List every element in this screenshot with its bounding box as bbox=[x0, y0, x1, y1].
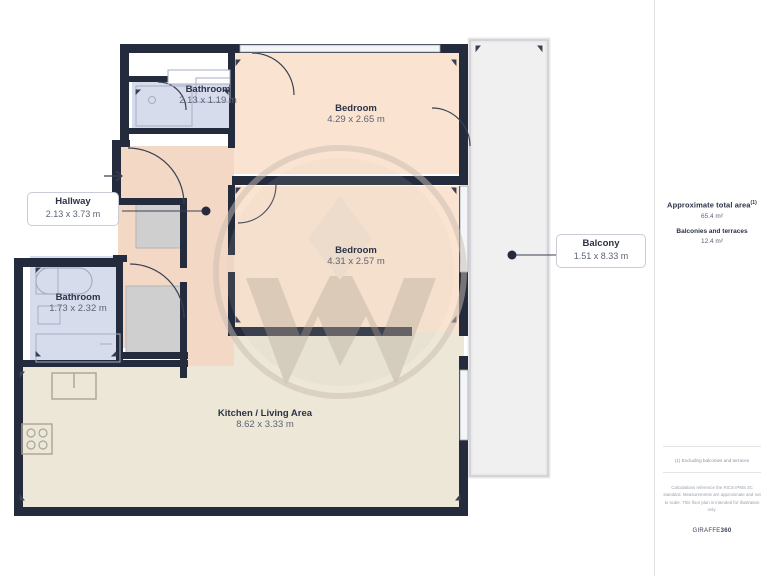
room-dimension: 1.73 x 2.32 m bbox=[49, 303, 107, 315]
bathroom-lower-fill bbox=[30, 256, 122, 366]
room-name: Bathroom bbox=[55, 292, 101, 303]
vanity-icon bbox=[167, 69, 231, 85]
wc-lower-icon bbox=[37, 305, 61, 325]
hob-icon bbox=[21, 423, 53, 455]
balcony-leader bbox=[507, 250, 556, 260]
fixtures bbox=[21, 69, 231, 455]
wc-icon bbox=[195, 77, 231, 103]
room-label-bedroom-2: Bedroom 4.31 x 2.57 m bbox=[288, 245, 424, 269]
bedroom-2-fill bbox=[232, 186, 464, 332]
room-name: Bathroom bbox=[185, 84, 231, 95]
balconies-block: Balconies and terraces 12.4 m² bbox=[655, 228, 768, 245]
callout-hallway: Hallway 2.13 x 3.73 m bbox=[27, 192, 119, 227]
room-label-bedroom-1: Bedroom 4.29 x 2.65 m bbox=[288, 103, 424, 127]
callout-dimension: 2.13 x 3.73 m bbox=[45, 208, 101, 219]
panel-footnote: (1) Excluding balconies and terraces bbox=[674, 458, 750, 463]
panel-divider-bottom bbox=[663, 472, 761, 473]
room-label-bathroom-lower: Bathroom 1.73 x 2.32 m bbox=[18, 292, 138, 316]
panel-disclaimer: Calculations reference the RICS IPMS 3C … bbox=[663, 485, 761, 512]
callout-balcony: Balcony 1.51 x 8.33 m bbox=[556, 234, 646, 269]
panel-divider-top bbox=[663, 446, 761, 447]
entry-arrow-icon bbox=[104, 170, 123, 182]
info-panel: Approximate total area(1) 65.4 m² Balcon… bbox=[654, 0, 768, 576]
basin-icon bbox=[148, 96, 156, 104]
total-area-value: 65.4 m² bbox=[700, 212, 724, 220]
bedroom-1-fill bbox=[232, 52, 464, 174]
balcony-outline bbox=[469, 39, 549, 477]
balconies-value: 12.4 m² bbox=[700, 238, 724, 245]
room-name: Kitchen / Living Area bbox=[217, 408, 313, 419]
callout-name: Balcony bbox=[582, 238, 620, 249]
vanity-lower-icon bbox=[35, 333, 121, 363]
closet-upper bbox=[135, 199, 185, 249]
room-name: Bedroom bbox=[335, 245, 377, 256]
room-label-kitchen-living: Kitchen / Living Area 8.62 x 3.33 m bbox=[170, 408, 360, 432]
callout-name: Hallway bbox=[55, 196, 91, 207]
bathtub-end-icon bbox=[35, 267, 59, 295]
kitchen-living-fill bbox=[14, 366, 464, 516]
brand-suffix: 360 bbox=[720, 528, 732, 534]
brand-name: GIRAFFE bbox=[692, 528, 721, 534]
total-area-block: Approximate total area(1) 65.4 m² bbox=[655, 200, 768, 220]
total-area-footnote-marker: (1) bbox=[750, 200, 757, 206]
callout-dimension: 1.51 x 8.33 m bbox=[573, 250, 629, 261]
bathroom-top-fill bbox=[132, 82, 232, 130]
room-dimension: 8.62 x 3.33 m bbox=[236, 419, 294, 431]
balconies-label: Balconies and terraces bbox=[676, 228, 748, 235]
total-area-label-text: Approximate total area bbox=[667, 200, 751, 210]
hallway-leader bbox=[122, 206, 211, 216]
room-dimension: 4.31 x 2.57 m bbox=[327, 256, 385, 268]
room-dimension: 2.13 x 1.19 m bbox=[179, 95, 237, 107]
room-label-bathroom-top: Bathroom 2.13 x 1.19 m bbox=[148, 84, 268, 108]
closet-lower bbox=[125, 285, 183, 357]
door-swings bbox=[127, 52, 471, 319]
brand-logo: GIRAFFE360 bbox=[655, 528, 768, 534]
room-dimension: 4.29 x 2.65 m bbox=[327, 114, 385, 126]
watermark-logo bbox=[213, 145, 467, 399]
room-name: Bedroom bbox=[335, 103, 377, 114]
total-area-label: Approximate total area(1) bbox=[655, 200, 768, 210]
shower-tray-icon bbox=[135, 85, 193, 127]
